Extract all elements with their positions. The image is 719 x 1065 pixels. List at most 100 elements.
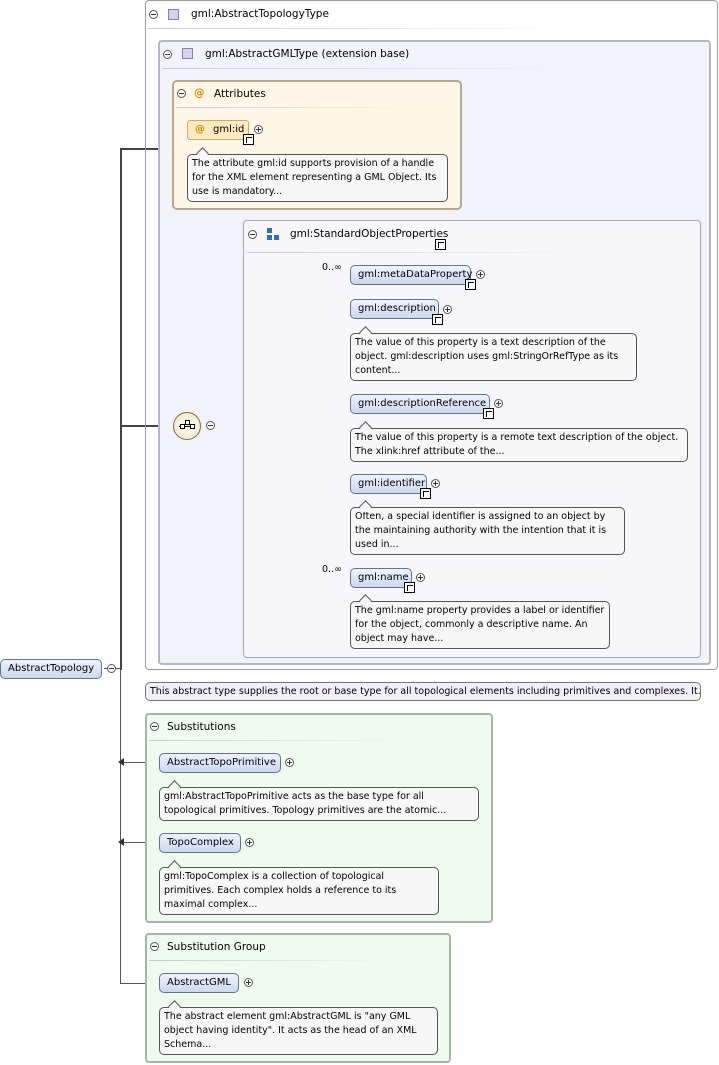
identifier-expand-toggle[interactable] [431, 479, 440, 488]
identifier-doc-line: used in... [355, 539, 399, 550]
name-occurs: 0..∞ [322, 564, 342, 575]
substitutions-separator [149, 740, 409, 741]
topocomplex-doc-line: maximal complex... [164, 899, 258, 910]
group-collapse-toggle[interactable] [248, 230, 257, 239]
topocomplex-expand-toggle[interactable] [245, 838, 254, 847]
connector-subst-vertical [120, 670, 121, 984]
sequence-collapse-toggle[interactable] [206, 421, 215, 430]
subst-abstracttopoprimitive[interactable]: AbstractTopoPrimitive [159, 753, 281, 773]
name-doc-line: for the object, commonly a descriptive n… [355, 619, 588, 630]
gml-id-label: gml:id [213, 124, 245, 135]
group-ref-icon[interactable] [435, 239, 446, 250]
type-collapse-toggle[interactable] [149, 10, 158, 19]
group-icon-square [267, 228, 272, 233]
root-collapse-toggle[interactable] [107, 664, 116, 673]
compositor-box [185, 420, 190, 425]
description-ref-icon[interactable] [432, 314, 443, 325]
abstracttopoprimitive-doc-line: topological primitives. Topology primiti… [164, 805, 447, 816]
attributes-at-icon: @ [194, 87, 205, 99]
identifier-doc-line: Often, a special identifier is assigned … [355, 511, 606, 522]
connector-subst-1 [124, 762, 159, 763]
descriptionreference-doc-line: The value of this property is a remote t… [355, 432, 679, 443]
connector-subst-2 [124, 842, 159, 843]
gml-id-attribute[interactable]: @ gml:id [187, 120, 249, 140]
sequence-compositor[interactable] [173, 412, 201, 440]
gml-id-doc: The attribute gml:id supports provision … [187, 154, 448, 202]
type-title-separator [148, 28, 568, 29]
substitution-group-separator [149, 960, 389, 961]
element-metadataproperty[interactable]: gml:metaDataProperty [350, 265, 472, 285]
group-icon-square [274, 235, 279, 240]
description-expand-toggle[interactable] [443, 305, 452, 314]
connector-to-sequence [120, 425, 174, 427]
description-doc-line: The value of this property is a text des… [355, 337, 606, 348]
element-description[interactable]: gml:description [350, 299, 439, 319]
arrow-subst-1 [118, 758, 124, 766]
name-doc-line: object may have... [355, 633, 444, 644]
name-ref-icon[interactable] [404, 582, 415, 593]
description-doc: The value of this property is a text des… [350, 333, 637, 381]
base-collapse-toggle[interactable] [163, 50, 172, 59]
gml-id-doc-line: The attribute gml:id supports provision … [192, 158, 435, 169]
identifier-ref-icon[interactable] [420, 488, 431, 499]
type-panel [145, 0, 718, 670]
compositor-box [180, 424, 185, 429]
topocomplex-doc-line: gml:TopoComplex is a collection of topol… [164, 871, 385, 882]
name-expand-toggle[interactable] [416, 573, 425, 582]
base-title-separator [162, 68, 582, 69]
topocomplex-doc-line: primitives. Each complex holds a referen… [164, 885, 397, 896]
topocomplex-doc: gml:TopoComplex is a collection of topol… [159, 867, 439, 915]
abstractgml-doc: The abstract element gml:AbstractGML is … [159, 1007, 438, 1055]
arrow-subst-2 [118, 838, 124, 846]
base-type-icon [182, 48, 193, 59]
gml-id-ref-icon[interactable] [243, 134, 254, 145]
group-title: gml:StandardObjectProperties [290, 228, 449, 240]
substitution-group-collapse-toggle[interactable] [150, 942, 159, 951]
complex-type-icon [168, 9, 179, 20]
type-doc: This abstract type supplies the root or … [145, 682, 701, 701]
substitutions-title: Substitutions [167, 721, 236, 733]
element-descriptionreference[interactable]: gml:descriptionReference [350, 394, 490, 414]
root-element[interactable]: AbstractTopology [0, 659, 102, 679]
subst-group-abstractgml[interactable]: AbstractGML [159, 973, 239, 993]
descriptionreference-doc-line: The xlink:href attribute of the... [355, 446, 505, 457]
description-doc-line: object. gml:description uses gml:StringO… [355, 351, 619, 362]
name-doc-line: The gml:name property provides a label o… [355, 605, 605, 616]
abstractgml-doc-line: object having identity". It acts as the … [164, 1025, 417, 1036]
abstractgml-doc-line: The abstract element gml:AbstractGML is … [164, 1011, 411, 1022]
description-doc-line: content... [355, 365, 401, 376]
abstractgml-doc-line: Schema... [164, 1039, 212, 1050]
gml-id-doc-line: for the XML element representing a GML O… [192, 172, 437, 183]
element-name[interactable]: gml:name [350, 568, 412, 588]
identifier-doc: Often, a special identifier is assigned … [350, 507, 625, 555]
attributes-separator [176, 107, 416, 108]
subst-topocomplex[interactable]: TopoComplex [159, 833, 241, 853]
descriptionreference-ref-icon[interactable] [483, 408, 494, 419]
abstracttopoprimitive-doc-line: gml:AbstractTopoPrimitive acts as the ba… [164, 791, 424, 802]
abstracttopoprimitive-expand-toggle[interactable] [285, 758, 294, 767]
group-icon-square [267, 235, 272, 240]
compositor-bar [179, 426, 195, 427]
element-identifier[interactable]: gml:identifier [350, 474, 427, 494]
gml-id-expand-toggle[interactable] [254, 125, 263, 134]
metadata-occurs: 0..∞ [322, 262, 342, 273]
abstractgml-expand-toggle[interactable] [244, 978, 253, 987]
connector-subst-group [120, 983, 159, 984]
identifier-doc-line: the maintaining authority with the inten… [355, 525, 607, 536]
descriptionreference-doc: The value of this property is a remote t… [350, 428, 688, 462]
compositor-box [190, 424, 195, 429]
group-icon [267, 228, 280, 241]
substitutions-collapse-toggle[interactable] [150, 722, 159, 731]
connector-to-attributes [120, 148, 187, 150]
substitution-group-title: Substitution Group [167, 941, 266, 953]
gml-id-doc-line: use is mandatory... [192, 186, 283, 197]
base-title: gml:AbstractGMLType (extension base) [205, 48, 410, 60]
attribute-at-icon: @ [195, 124, 205, 135]
descriptionreference-expand-toggle[interactable] [494, 399, 503, 408]
metadata-expand-toggle[interactable] [476, 270, 485, 279]
metadata-ref-icon[interactable] [465, 279, 476, 290]
abstracttopoprimitive-doc: gml:AbstractTopoPrimitive acts as the ba… [159, 787, 479, 821]
connector-root-vertical [120, 148, 122, 670]
attributes-collapse-toggle[interactable] [177, 89, 186, 98]
type-title: gml:AbstractTopologyType [191, 8, 329, 20]
